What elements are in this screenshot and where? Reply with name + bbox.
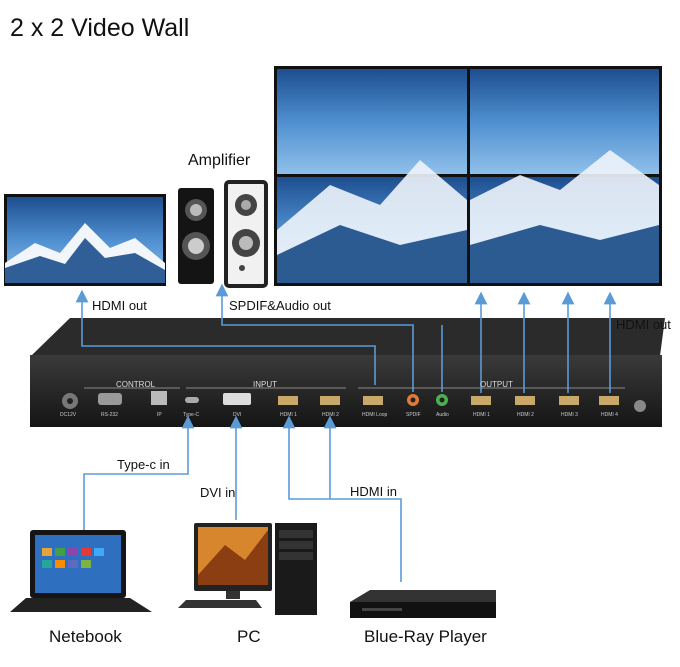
speakers [178,180,268,288]
pc [178,523,317,615]
port-typec: Type-C [183,412,200,418]
dvi-in-label: DVI in [200,485,236,500]
port-hdmi2: HDMI 2 [322,412,339,418]
spdif-audio-out-label: SPDIF&Audio out [229,298,331,313]
hdmi-out-left-label: HDMI out [92,298,147,313]
page-title: 2 x 2 Video Wall [10,14,190,42]
amplifier-label: Amplifier [188,152,251,169]
signal-arrows [75,283,617,582]
port-hdmiloop: HDMI Loop [362,412,388,418]
port-spdif: SPDIF [406,412,421,418]
port-dc: DC12V [60,412,77,418]
port-hdmi1: HDMI 1 [280,412,297,418]
video-wall [274,66,662,286]
port-out3: HDMI 3 [561,412,578,418]
port-ip: IP [157,412,162,418]
pc-label: PC [237,627,261,646]
hdmi-out-right-label: HDMI out [616,317,671,332]
port-rs232: RS-232 [101,412,118,418]
input-label: INPUT [253,380,277,389]
port-out1: HDMI 1 [473,412,490,418]
single-monitor [4,194,166,286]
port-out2: HDMI 2 [517,412,534,418]
matrix-device [30,318,665,427]
port-dvi: DVI [233,412,242,418]
netebook-label: Netebook [49,627,122,646]
notebook [10,530,152,612]
port-audio: Audio [436,412,449,418]
output-label: OUTPUT [480,380,513,389]
blueray-player [350,590,496,618]
type-c-in-label: Type-c in [117,457,170,472]
port-out4: HDMI 4 [601,412,618,418]
control-label: CONTROL [116,380,156,389]
blueray-label: Blue-Ray Player [364,627,487,646]
hdmi-in-label: HDMI in [350,484,397,499]
